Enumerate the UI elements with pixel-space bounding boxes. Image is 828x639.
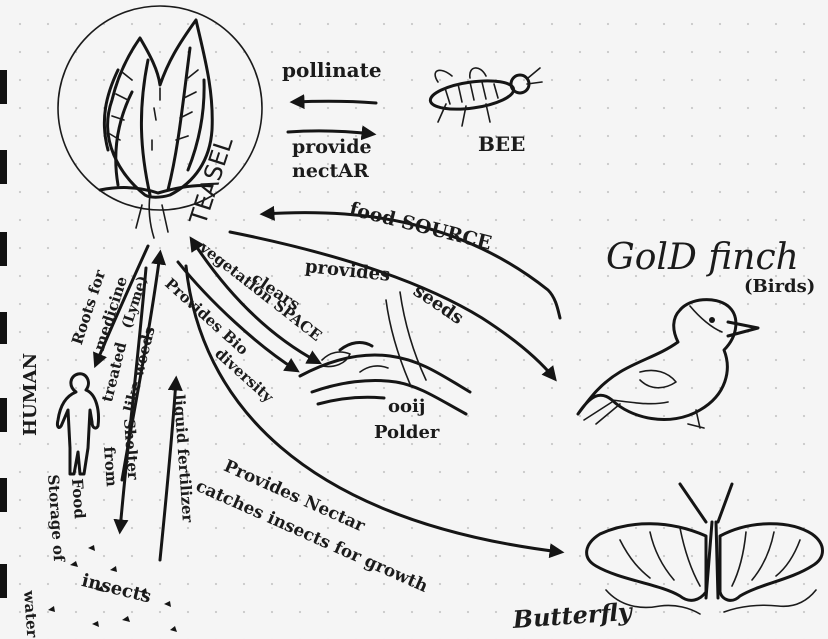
bee-drawing: [429, 68, 542, 126]
binding-marks: [0, 70, 7, 598]
butterfly-drawing: [587, 484, 823, 614]
pollinate-label: pollinate: [282, 60, 382, 80]
goldfinch-drawing: [578, 300, 758, 428]
birds-label: (Birds): [744, 278, 815, 296]
bee-label: BEE: [478, 134, 525, 154]
polder-label: Polder: [374, 424, 439, 442]
teasel-drawing: [58, 6, 262, 238]
storage-label-1: Food: [69, 478, 87, 519]
ooij-label: ooij: [388, 398, 425, 416]
storage-label-3: water: [21, 590, 39, 638]
human-drawing: [57, 374, 98, 474]
nectar-label: nectAR: [292, 162, 369, 181]
goldfinch-label: GolD finch: [606, 240, 799, 276]
provide-label: provide: [292, 138, 372, 157]
human-label: HUMAN: [22, 353, 40, 436]
shelter-label-2: from: [101, 446, 119, 487]
shelter-label-1: Shelter: [121, 418, 140, 480]
